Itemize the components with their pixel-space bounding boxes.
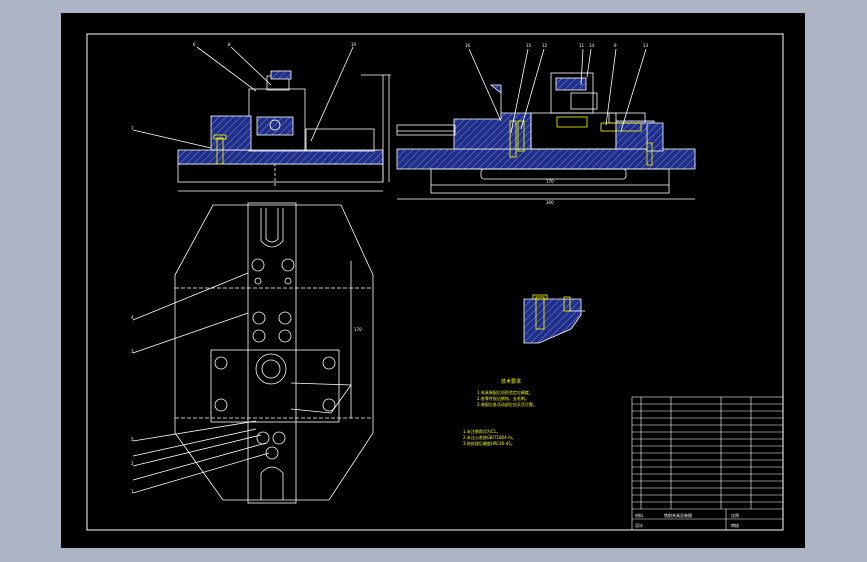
tech-line-2: 2.各零件锐边倒钝，去毛刺。 [477, 395, 529, 401]
dim-side-300: 300 [546, 200, 554, 205]
front-view [132, 46, 391, 192]
label-front-10: 10 [351, 42, 357, 47]
side-view [396, 48, 696, 200]
title-scale: 比例 [731, 512, 739, 518]
label-side-11: 11 [579, 43, 585, 48]
detail-view [523, 294, 585, 344]
label-side-9: 9 [614, 43, 617, 48]
tech-line-3: 3.装配后各活动部位应灵活可靠。 [477, 401, 537, 407]
label-front-8: 8 [228, 42, 231, 47]
title-drawing-name: 铣削夹具总装图 [664, 512, 692, 518]
label-plan-2: 2 [131, 461, 134, 466]
label-side-14: 14 [589, 43, 595, 48]
yellow-note-1: 1.未注倒角均为C1。 [463, 428, 500, 434]
tech-line-1: 1.夹具装配后须检验定位精度。 [477, 389, 533, 395]
yellow-note-3: 3.热处理后硬度HRC40-45。 [463, 440, 515, 446]
label-plan-3: 3 [131, 349, 134, 354]
plan-view [132, 202, 374, 504]
title-check: 审核 [731, 522, 739, 528]
technical-notes: 技术要求 1.夹具装配后须检验定位精度。 2.各零件锐边倒钝，去毛刺。 3.装配… [463, 378, 537, 446]
dim-side-170: 170 [546, 179, 554, 184]
tech-title: 技术要求 [501, 378, 521, 385]
drawing-canvas: 6 8 10 7 16 [61, 13, 805, 548]
label-front-6: 6 [193, 42, 196, 47]
title-material: 材料 [635, 512, 643, 518]
label-side-12: 12 [542, 43, 548, 48]
title-design: 设计 [635, 522, 643, 528]
label-side-15: 15 [526, 43, 532, 48]
label-plan-4: 4 [131, 315, 134, 320]
cad-drawing: 6 8 10 7 16 [86, 33, 784, 531]
label-side-16: 16 [465, 43, 471, 48]
label-plan-1: 1 [131, 489, 134, 494]
yellow-note-2: 2.未注公差按GB/T1804-m。 [463, 434, 516, 440]
inner-border [86, 33, 784, 531]
dim-plan-170: 170 [354, 327, 362, 332]
label-front-7: 7 [131, 126, 134, 131]
label-side-13: 13 [643, 43, 649, 48]
label-plan-5: 5 [131, 437, 134, 442]
title-block [631, 396, 784, 531]
